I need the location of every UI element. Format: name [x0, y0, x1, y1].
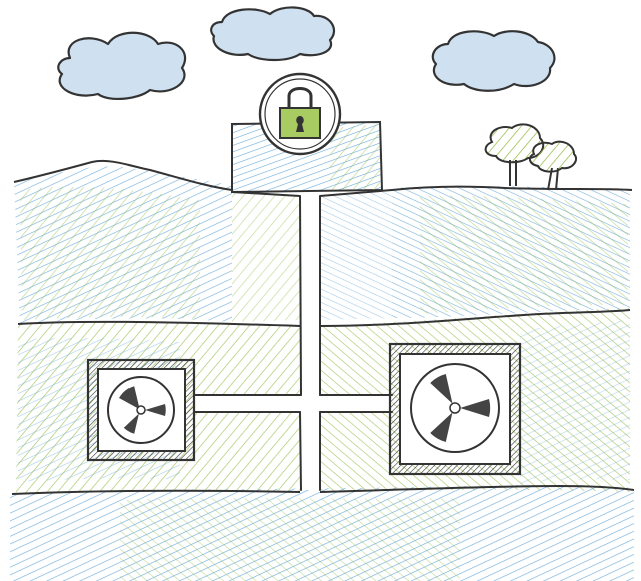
padlock-icon — [260, 74, 340, 154]
bottom-rock-layer — [10, 485, 634, 581]
cloud-icon-right — [433, 31, 555, 91]
radiation-trefoil-icon-left-repository — [88, 360, 194, 460]
cloud-icon-center — [211, 7, 334, 60]
tree-icon-right — [530, 142, 576, 190]
radiation-trefoil-icon-right-repository — [390, 344, 520, 474]
cloud-icon-left — [58, 33, 185, 99]
